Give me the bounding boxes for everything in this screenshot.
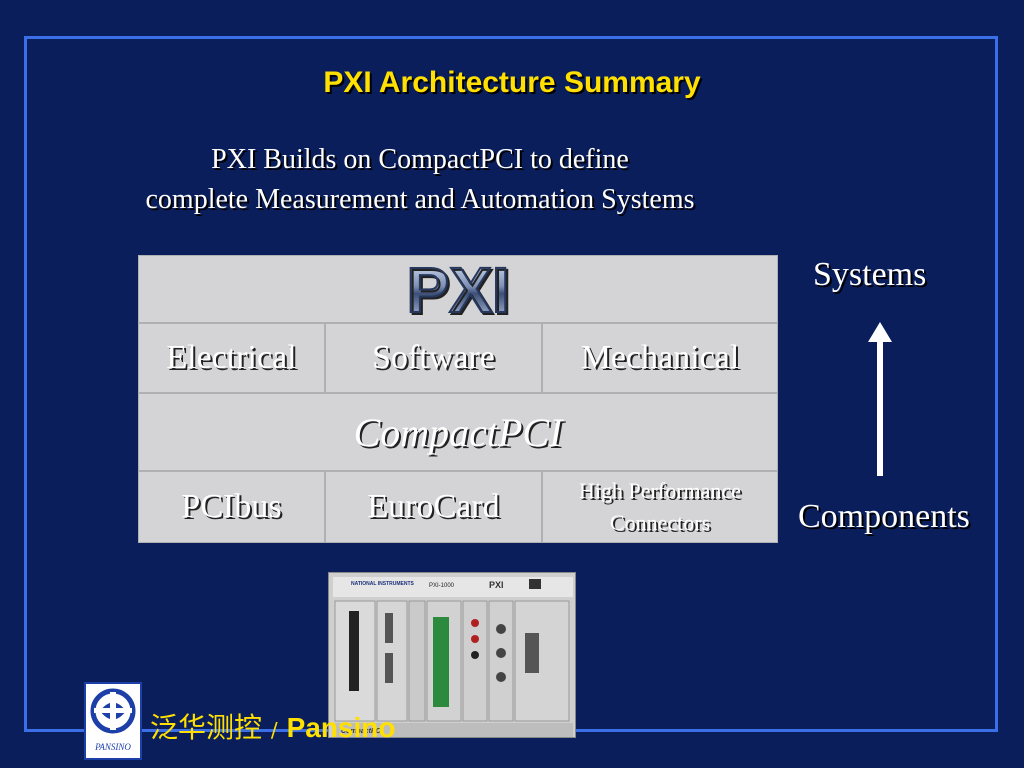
slide-title: PXI Architecture Summary: [323, 66, 701, 99]
up-arrow-icon: [868, 322, 892, 476]
cell-compactpci: CompactPCI: [138, 393, 778, 471]
pansino-logo: PANSINO: [84, 682, 142, 760]
photo-brand: NATIONAL INSTRUMENTS: [351, 581, 415, 587]
connectors-line-1: High Performance: [579, 478, 741, 503]
subtitle-line-2: complete Measurement and Automation Syst…: [145, 184, 695, 215]
cell-connectors: High Performance Connectors: [542, 471, 778, 543]
slide-subtitle: PXI Builds on CompactPCI to define compl…: [110, 140, 730, 220]
company-name: 泛华测控 / Pansino: [150, 706, 396, 746]
photo-model: PXI-1000: [429, 583, 455, 589]
company-name-en: Pansino: [286, 712, 396, 743]
pxi-logo-cell: PXI: [138, 255, 778, 323]
cell-electrical: Electrical: [138, 323, 325, 393]
pxi-logo: PXI: [405, 258, 510, 320]
photo-tag: CompactPCI: [341, 728, 384, 735]
photo-logo: PXI: [489, 580, 504, 590]
pansino-logo-icon: PANSINO: [90, 688, 136, 752]
cell-software: Software: [325, 323, 542, 393]
cell-pcibus: PCIbus: [138, 471, 325, 543]
pxi-chassis-photo: NATIONAL INSTRUMENTS PXI-1000 PXI Compac…: [328, 572, 576, 738]
cell-mechanical: Mechanical: [542, 323, 778, 393]
systems-label: Systems: [813, 256, 927, 293]
pansino-logo-text: PANSINO: [94, 742, 131, 752]
pxi-logo-text: PXI: [406, 258, 509, 320]
components-label: Components: [798, 498, 970, 535]
cell-eurocard: EuroCard: [325, 471, 542, 543]
company-separator: /: [270, 718, 278, 742]
subtitle-line-1: PXI Builds on CompactPCI to define: [211, 144, 629, 175]
connectors-line-2: Connectors: [609, 510, 711, 535]
company-name-cn: 泛华测控: [150, 711, 263, 744]
pxi-chassis-image: NATIONAL INSTRUMENTS PXI-1000 PXI Compac…: [329, 573, 575, 737]
